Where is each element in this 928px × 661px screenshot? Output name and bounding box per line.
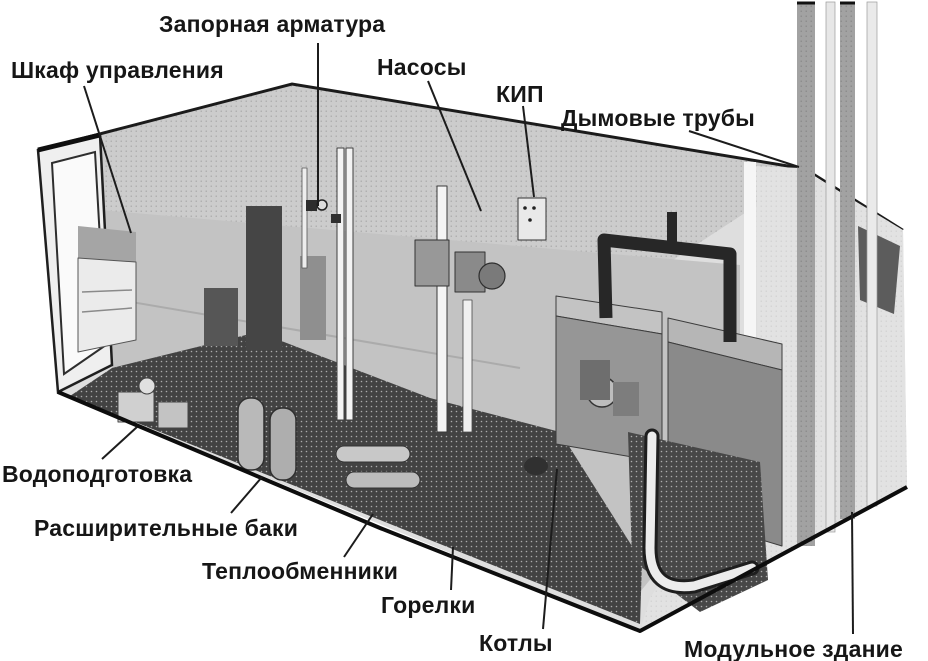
label-control-cabinet: Шкаф управления [11, 57, 224, 83]
leader-heat-exchangers [343, 513, 374, 558]
label-pumps: Насосы [377, 54, 467, 80]
pump-unit [414, 239, 450, 287]
roof-dither [38, 84, 806, 262]
chimney-highlight-2 [866, 1, 878, 507]
gauge-dot [523, 206, 527, 210]
leader-water-treatment [101, 426, 138, 460]
cabinet-shelf-line [81, 307, 133, 313]
leader-lines [83, 43, 854, 635]
label-boilers: Котлы [479, 630, 553, 656]
leader-boilers [542, 468, 558, 630]
aux-block [613, 382, 639, 416]
left-wall-cut-edge [37, 132, 101, 153]
label-instrumentation: КИП [496, 81, 544, 107]
leader-control-cabinet [83, 85, 132, 234]
chimney-2-dither [840, 2, 855, 519]
expansion-tank [269, 407, 297, 481]
aux-block [580, 360, 610, 400]
label-smoke-stacks: Дымовые трубы [561, 105, 756, 131]
heat-exchanger [335, 445, 411, 463]
pump-volute [478, 262, 506, 290]
heat-exchanger [345, 471, 421, 489]
water-treatment-unit [117, 391, 155, 423]
burner [524, 457, 548, 475]
chimneys [797, 1, 878, 546]
gray-box [300, 256, 326, 340]
water-treatment-unit [157, 401, 189, 429]
label-expansion-tanks: Расширительные баки [34, 515, 299, 541]
dark-block [204, 288, 238, 346]
roof-ridge-edge [37, 82, 801, 170]
label-shutoff-valves: Запорная арматура [159, 11, 386, 37]
vertical-pipe [462, 299, 473, 433]
label-burners: Горелки [381, 592, 476, 618]
leader-pumps [427, 80, 482, 212]
building-base-edge [57, 390, 908, 633]
label-water-treatment: Водоподготовка [2, 461, 193, 487]
vertical-pipe [301, 167, 308, 269]
u-bend-pipe [645, 431, 757, 592]
control-cabinet-top [78, 226, 136, 262]
control-cabinet-body [77, 257, 137, 353]
leader-instrumentation [522, 105, 535, 198]
label-modular-building: Модульное здание [684, 636, 903, 661]
shutoff-valve [306, 200, 317, 211]
label-heat-exchangers: Теплообменники [202, 558, 399, 584]
chimney-highlight-1 [825, 1, 836, 533]
water-treatment-filter [138, 377, 156, 395]
leader-modular-building [851, 511, 854, 635]
cabinet-shelf-line [81, 289, 133, 293]
vertical-pipe [336, 147, 345, 421]
gauge-dot [528, 218, 532, 222]
leader-burners [450, 546, 454, 591]
equipment [77, 147, 783, 612]
vertical-pipe [436, 185, 448, 433]
shutoff-valve [331, 214, 341, 223]
gauge-dot [532, 206, 536, 210]
vertical-pipe [345, 147, 354, 421]
expansion-tank [237, 397, 265, 471]
instrument-panel [517, 197, 547, 241]
leader-expansion-tanks [230, 476, 263, 514]
leader-smoke-stacks [688, 130, 800, 168]
chimney-1-dither [797, 2, 815, 546]
tall-dark-tank [246, 206, 282, 350]
